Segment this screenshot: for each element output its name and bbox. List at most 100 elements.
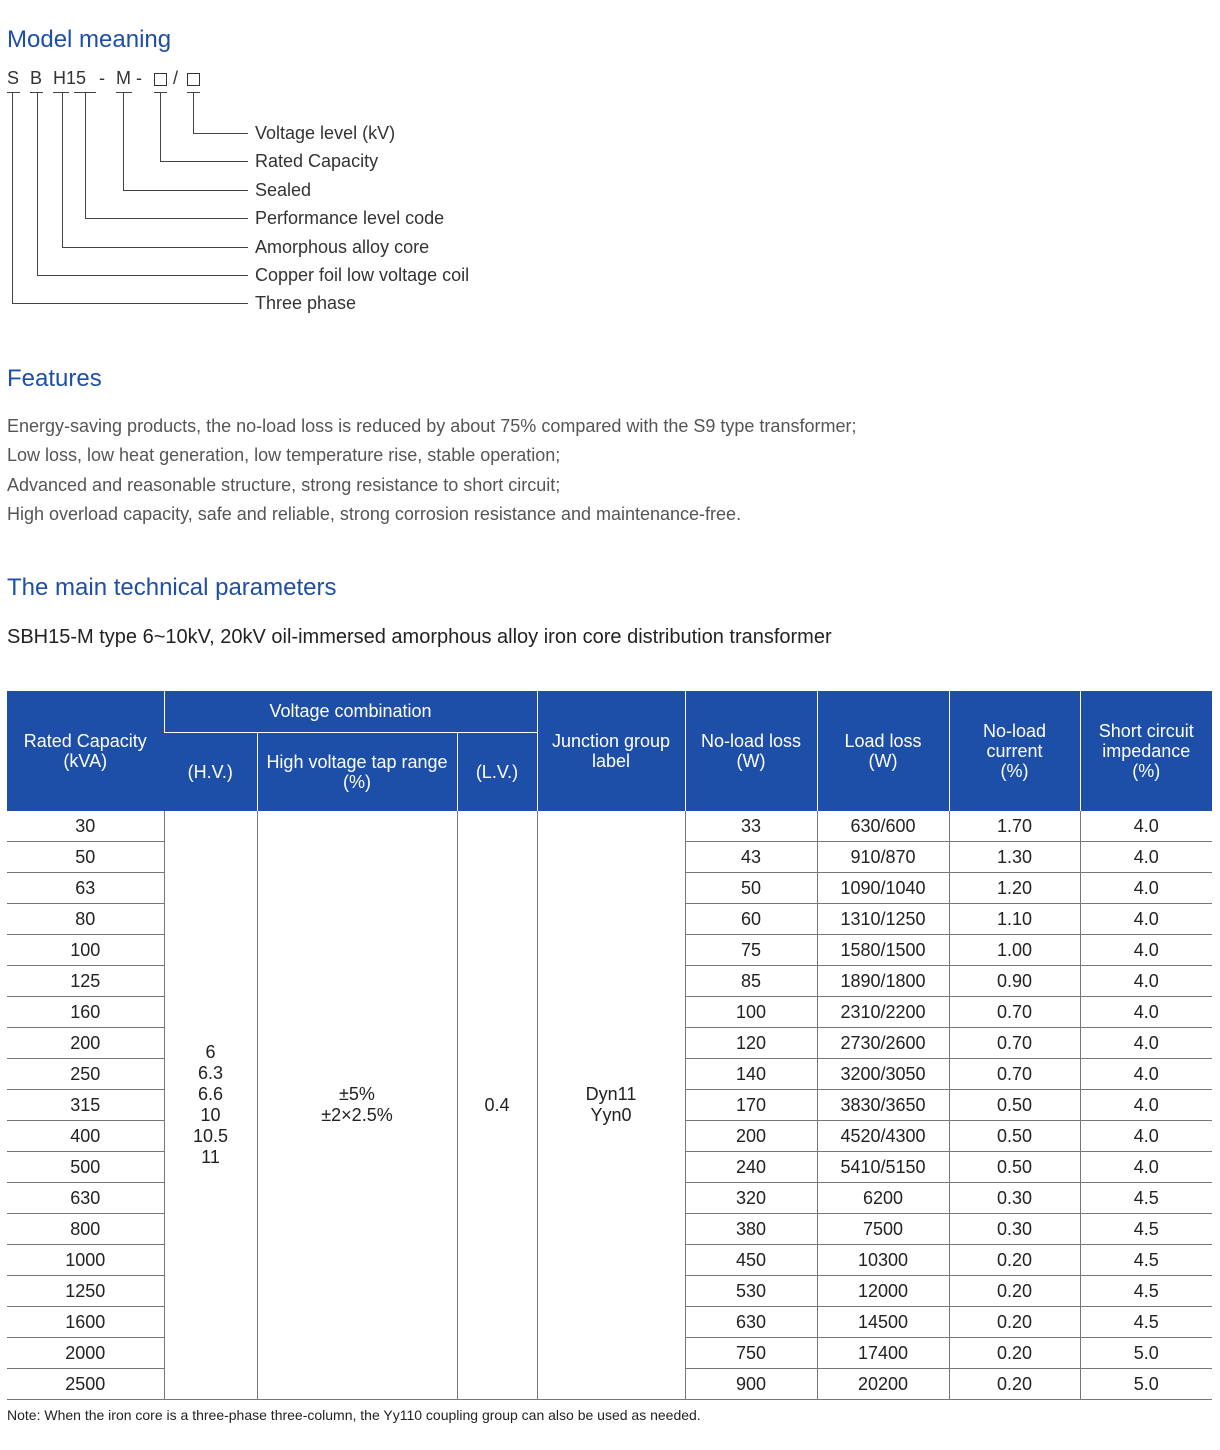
noload-loss-cell: 530 [684,1275,817,1307]
code-dash: - [99,68,105,88]
hv-value: 11 [201,1147,220,1167]
load-loss-cell: 2730/2600 [816,1027,949,1059]
tap-value: ±5% [339,1084,375,1104]
capacity-cell: 80 [7,903,164,935]
noload-loss-cell: 120 [684,1027,817,1059]
load-loss-cell: 910/870 [816,841,949,873]
capacity-cell: 2000 [7,1337,164,1369]
impedance-cell: 4.0 [1079,841,1212,873]
feature-item: Energy-saving products, the no-load loss… [7,416,857,436]
impedance-cell: 5.0 [1079,1337,1212,1369]
model-label-voltage-level: Voltage level (kV) [255,123,396,143]
impedance-cell: 4.0 [1079,872,1212,904]
impedance-cell: 4.0 [1079,1058,1212,1090]
load-loss-cell: 1890/1800 [816,965,949,997]
header-voltage-combination: Voltage combination [163,691,537,732]
impedance-cell: 4.0 [1079,1151,1212,1183]
model-label-sealed: Sealed [255,180,312,200]
noload-current-cell: 0.50 [948,1089,1080,1121]
feature-item: Low loss, low heat generation, low tempe… [7,445,561,465]
capacity-cell: 125 [7,965,164,997]
capacity-cell: 2500 [7,1368,164,1400]
noload-loss-cell: 200 [684,1120,817,1152]
impedance-cell: 4.5 [1079,1275,1212,1307]
load-loss-cell: 4520/4300 [816,1120,949,1152]
noload-loss-cell: 50 [684,872,817,904]
capacity-cell: 63 [7,872,164,904]
load-loss-cell: 7500 [816,1213,949,1245]
voltage-placeholder-box [187,73,200,86]
noload-current-cell: 1.10 [948,903,1080,935]
noload-current-cell: 1.70 [948,811,1080,842]
noload-loss-cell: 900 [684,1368,817,1400]
noload-loss-cell: 380 [684,1213,817,1245]
model-label-copper-foil-coil: Copper foil low voltage coil [255,265,470,285]
noload-loss-cell: 100 [684,996,817,1028]
header-hv: (H.V.) [164,731,257,811]
lv-value-cell: 0.4 [456,811,537,1400]
model-label-three-phase: Three phase [255,293,357,313]
header-lv: (L.V.) [456,731,537,811]
model-label-performance-code: Performance level code [255,208,445,228]
capacity-cell: 800 [7,1213,164,1245]
impedance-cell: 4.0 [1079,996,1212,1028]
header-load-loss: Load loss (W) [816,691,949,811]
impedance-cell: 4.5 [1079,1306,1212,1338]
impedance-cell: 4.0 [1079,811,1212,842]
code-slash: / [173,68,179,88]
model-label-amorphous-core: Amorphous alloy core [255,237,430,257]
load-loss-cell: 630/600 [816,811,949,842]
noload-current-cell: 0.90 [948,965,1080,997]
code-dash: - [136,68,142,88]
noload-current-cell: 0.20 [948,1306,1080,1338]
capacity-cell: 500 [7,1151,164,1183]
load-loss-cell: 5410/5150 [816,1151,949,1183]
model-label-rated-capacity: Rated Capacity [255,151,379,171]
noload-loss-cell: 140 [684,1058,817,1090]
noload-current-cell: 0.20 [948,1244,1080,1276]
code-letter-b: B [30,68,43,88]
capacity-cell: 50 [7,841,164,873]
capacity-cell: 200 [7,1027,164,1059]
impedance-cell: 4.0 [1079,934,1212,966]
load-loss-cell: 17400 [816,1337,949,1369]
header-noload-loss: No-load loss (W) [684,691,817,811]
load-loss-cell: 14500 [816,1306,949,1338]
noload-current-cell: 0.50 [948,1120,1080,1152]
feature-item: Advanced and reasonable structure, stron… [7,475,561,495]
impedance-cell: 4.5 [1079,1182,1212,1214]
load-loss-cell: 3830/3650 [816,1089,949,1121]
noload-loss-cell: 75 [684,934,817,966]
tap-value: ±2×2.5% [321,1105,393,1125]
capacity-cell: 1000 [7,1244,164,1276]
capacity-cell: 315 [7,1089,164,1121]
noload-loss-cell: 450 [684,1244,817,1276]
header-rated-capacity: Rated Capacity (kVA) [7,691,164,811]
load-loss-cell: 2310/2200 [816,996,949,1028]
features-title: Features [7,365,102,392]
header-tap-range: High voltage tap range (%) [256,731,457,811]
model-meaning-title: Model meaning [7,26,172,53]
impedance-cell: 4.0 [1079,965,1212,997]
capacity-placeholder-box [154,73,167,86]
load-loss-cell: 6200 [816,1182,949,1214]
impedance-cell: 4.0 [1079,1120,1212,1152]
noload-loss-cell: 320 [684,1182,817,1214]
hv-value: 10.5 [192,1126,229,1146]
